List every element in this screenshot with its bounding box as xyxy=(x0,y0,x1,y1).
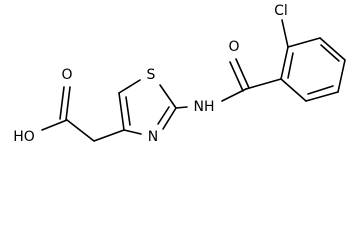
bond-co-amide-2 xyxy=(229,61,244,92)
atom-cl: Cl xyxy=(274,3,288,19)
bond-b1-b2 xyxy=(287,37,321,48)
bond-s-c2 xyxy=(159,84,177,109)
bond-co-acid-1 xyxy=(65,86,71,121)
bond-b4-b5 xyxy=(305,91,339,102)
atom-s: S xyxy=(147,67,156,83)
bond-b4-b5-inner xyxy=(307,85,334,95)
bond-c4-ch2 xyxy=(93,129,125,142)
bond-ch2-cooh xyxy=(66,119,95,142)
bond-nh-c2 xyxy=(175,106,188,109)
atom-o-amide: O xyxy=(228,39,239,55)
bond-b5-b6 xyxy=(280,78,307,102)
bond-co-acid-2 xyxy=(59,86,65,120)
bond-c4-c5 xyxy=(118,92,125,131)
atom-nh: NH xyxy=(194,99,215,115)
bond-ccl xyxy=(281,19,289,48)
bond-b2-b3 xyxy=(319,37,346,61)
bond-c-oh xyxy=(41,119,68,131)
bond-c4-c5-inner xyxy=(125,96,131,126)
bond-c2-n xyxy=(162,107,177,130)
bond-b6-b1 xyxy=(280,46,289,80)
bond-c2-n-inner xyxy=(157,106,170,125)
bond-b2-b3-inner xyxy=(320,44,340,62)
acid-carbonyl xyxy=(59,86,71,121)
atom-ho: HO xyxy=(13,129,35,145)
bond-co-amide-1 xyxy=(235,58,250,89)
bond-b3-b4 xyxy=(337,59,346,93)
bond-carbonyl-phenyl xyxy=(245,78,282,90)
amide-carbonyl xyxy=(229,58,250,92)
chemical-structure: O Cl S NH N O HO xyxy=(13,3,346,145)
benzene-ring xyxy=(280,37,346,102)
atom-o-acid: O xyxy=(61,67,72,83)
bond-c5-s xyxy=(118,79,141,94)
thiazole-ring xyxy=(118,79,177,135)
bond-carbonyl-nh xyxy=(221,88,247,102)
bond-b6-b1-inner xyxy=(287,52,294,79)
atom-n-ring: N xyxy=(148,129,158,145)
bond-n-c4 xyxy=(123,129,142,135)
